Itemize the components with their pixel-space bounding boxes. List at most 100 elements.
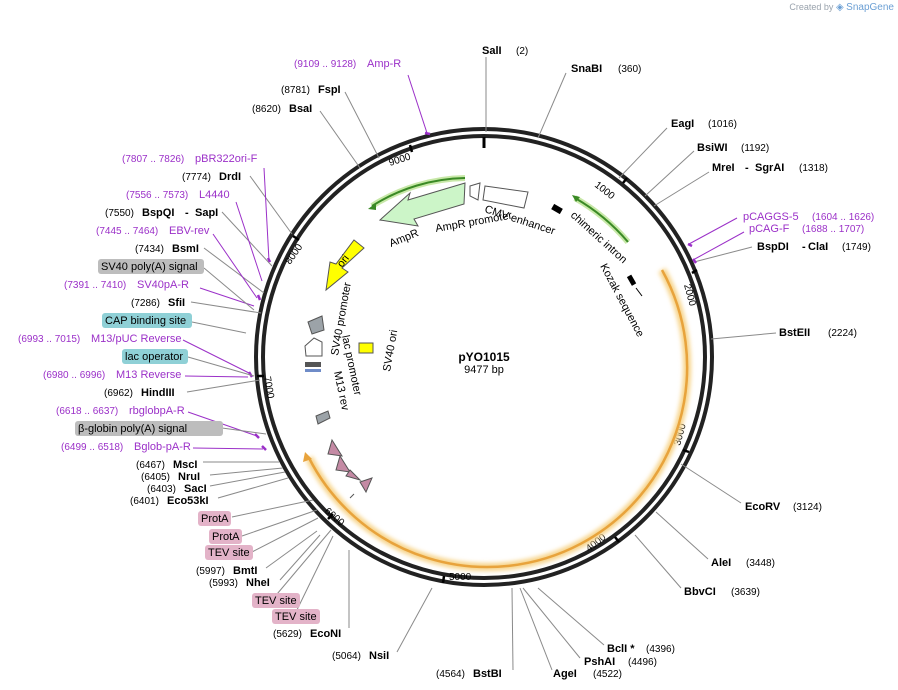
- enzyme-name: NruI: [178, 471, 200, 483]
- enzyme-name: EagI: [671, 118, 694, 130]
- feature-box-label: TEV site: [255, 595, 297, 607]
- enzyme-name: SalI: [482, 45, 502, 57]
- enzyme-pos: (2224): [828, 328, 857, 339]
- primer-marks: [247, 131, 697, 451]
- enzyme-pos: (6403): [147, 484, 176, 495]
- snapgene-logo-icon: ◈: [835, 2, 844, 13]
- snapgene-credit: Created by ◈ SnapGene: [789, 2, 894, 13]
- primer-range: (1688 .. 1707): [802, 224, 864, 235]
- enzyme-name: PshAI: [584, 656, 615, 668]
- sv40-ori-label: SV40 ori: [381, 329, 400, 373]
- enzyme-name: NheI: [246, 577, 270, 589]
- primer-name: pBR322ori-F: [195, 153, 258, 165]
- enzyme-name: MreI: [712, 162, 735, 174]
- enzyme-name: BsmI: [172, 243, 199, 255]
- primer-range: (7807 .. 7826): [122, 154, 184, 165]
- primer-name: SV40pA-R: [137, 279, 189, 291]
- enzyme-pos: (5997): [196, 566, 225, 577]
- inner-features: [304, 182, 643, 499]
- primer-leader-lines: [182, 74, 745, 450]
- enzyme-pos: (8781): [281, 85, 310, 96]
- ampr-label: AmpR: [388, 227, 421, 250]
- enzyme-pos: (1016): [708, 119, 737, 130]
- inner-feature-labels: CMV enhancer AmpR promoter AmpR ori chim…: [329, 203, 646, 412]
- plasmid-length: 9477 bp: [464, 364, 504, 376]
- primer-name: Bglob-pA-R: [134, 441, 191, 453]
- tick-label: 7000: [261, 376, 276, 400]
- enzyme-name: BsaI: [289, 103, 312, 115]
- enzyme-name: BstEII: [779, 327, 810, 339]
- enzyme-sep: -: [185, 207, 189, 219]
- orf-arc: [303, 268, 692, 571]
- enzyme-name: BclI *: [607, 643, 635, 655]
- feature-box: [272, 609, 320, 624]
- enzyme-pos: (8620): [252, 104, 281, 115]
- primer-name: L4440: [199, 189, 230, 201]
- enzyme-pos: (7434): [135, 244, 164, 255]
- primer-range: (7391 .. 7410): [64, 280, 126, 291]
- enzyme-name: NsiI: [369, 650, 389, 662]
- primer-range: (6980 .. 6996): [43, 370, 105, 381]
- enzyme-pos: (1749): [842, 242, 871, 253]
- enzyme-pos: (4396): [646, 644, 675, 655]
- enzyme-pos: (7774): [182, 172, 211, 183]
- feature-box-label: ProtA: [201, 513, 229, 525]
- backbone: [254, 127, 714, 587]
- feature-box: [209, 529, 242, 544]
- enzyme-pos: (7550): [105, 208, 134, 219]
- enzyme-pos: (2): [516, 46, 528, 57]
- enzyme-name: SacI: [184, 483, 207, 495]
- primer-range: (6618 .. 6637): [56, 406, 118, 417]
- enzyme-name: EcoRV: [745, 501, 781, 513]
- primer-range: (1604 .. 1626): [812, 212, 874, 223]
- credit-prefix: Created by: [789, 2, 834, 12]
- feature-box: [98, 259, 204, 274]
- primer-range: (7445 .. 7464): [96, 226, 158, 237]
- enzyme-sep: -: [745, 162, 749, 174]
- enzyme-name-2: ClaI: [808, 241, 828, 253]
- feature-box-label: SV40 poly(A) signal: [101, 261, 198, 273]
- primer-labels: (9109 .. 9128) Amp-R (7807 .. 7826) pBR3…: [18, 58, 874, 453]
- enzyme-pos: (1192): [741, 143, 769, 154]
- enzyme-labels: SalI (2) SnaBI (360) EagI (1016) BsiWI (…: [104, 45, 871, 680]
- ampr-outer-arc: [368, 175, 466, 210]
- feature-box: [205, 545, 253, 560]
- enzyme-name: BbvCI: [684, 586, 716, 598]
- enzyme-name: AleI: [711, 557, 731, 569]
- enzyme-pos: (3639): [731, 587, 760, 598]
- primer-range: (6993 .. 7015): [18, 334, 80, 345]
- enzyme-name: DrdI: [219, 171, 241, 183]
- feature-box-label: CAP binding site: [105, 315, 186, 327]
- enzyme-pos: (5993): [209, 578, 238, 589]
- enzyme-pos: (6962): [104, 388, 133, 399]
- primer-name: M13 Reverse: [116, 369, 181, 381]
- enzyme-pos: (5629): [273, 629, 302, 640]
- feature-box: [102, 313, 192, 328]
- enzyme-name: BsiWI: [697, 142, 728, 154]
- enzyme-pos: (6405): [141, 472, 170, 483]
- enzyme-leader-lines: [186, 57, 777, 671]
- enzyme-pos: (1318): [799, 163, 828, 174]
- primer-range: (7556 .. 7573): [126, 190, 188, 201]
- ori-label: ori: [335, 253, 352, 270]
- primer-name: rbglobpA-R: [129, 405, 185, 417]
- enzyme-name: BspDI: [757, 241, 789, 253]
- enzyme-name: HindIII: [141, 387, 175, 399]
- enzyme-name: BspQI: [142, 207, 174, 219]
- enzyme-name: AgeI: [553, 668, 577, 680]
- feature-box-label: lac operator: [125, 351, 183, 363]
- kozak-label: Kozak sequence: [597, 262, 646, 339]
- feature-box: [75, 421, 223, 436]
- primer-name: pCAGGS-5: [743, 211, 799, 223]
- feature-box: [252, 593, 300, 608]
- enzyme-pos: (6401): [130, 496, 159, 507]
- tick-label: 5000: [449, 572, 472, 583]
- primer-name: pCAG-F: [749, 223, 790, 235]
- primer-range: (9109 .. 9128): [294, 59, 356, 70]
- enzyme-name: SfiI: [168, 297, 185, 309]
- enzyme-pos: (3124): [793, 502, 822, 513]
- feature-box-label: TEV site: [275, 611, 317, 623]
- feature-box: [122, 349, 188, 364]
- enzyme-name-2: SgrAI: [755, 162, 784, 174]
